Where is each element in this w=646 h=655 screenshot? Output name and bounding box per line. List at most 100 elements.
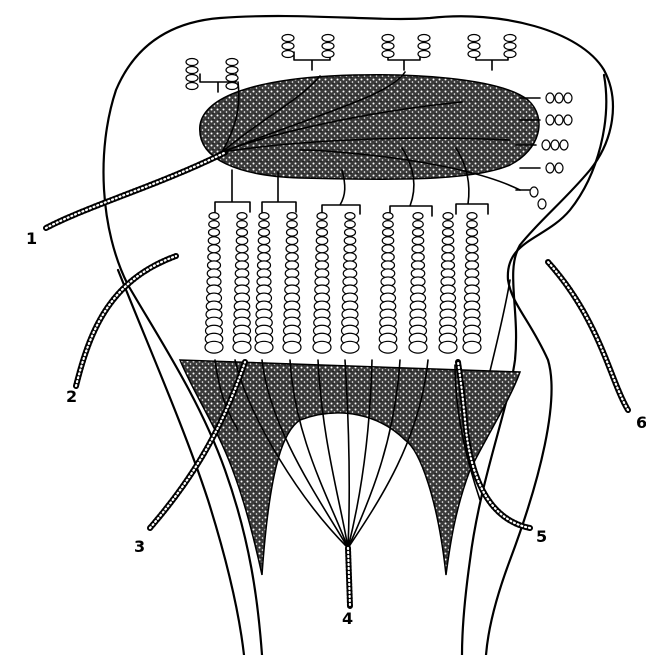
coil-ring [466,245,478,253]
coil-ring [383,221,394,228]
coil-column [379,213,397,354]
coil-ring [259,221,270,228]
coil-ring [443,229,454,236]
coil-ring [317,213,327,220]
coil-ring [409,341,427,353]
coil-ring [236,253,249,261]
coil-ring [442,253,455,261]
coil-ring [345,221,356,228]
label-3: 3 [134,537,145,556]
coil-ring [443,213,453,220]
coil-ring [283,341,301,353]
coil-ring [383,213,393,220]
coil-ring [287,213,297,220]
coil-ring [345,213,355,220]
coil-ring [467,221,478,228]
coil-ring [208,261,221,270]
label-4: 4 [342,609,353,628]
coil-ring [258,245,270,253]
coil-ring [344,261,357,270]
label-1: 1 [26,229,37,248]
coil-ring [383,229,394,236]
coil-column [439,213,457,354]
nerve-6 [548,262,628,410]
coil-ring [237,221,248,228]
coil-ring [236,261,249,270]
coil-ring [258,253,271,261]
coil-ring [209,213,219,220]
coil-ring [286,237,298,245]
coil-ring [258,261,271,270]
coil-column [283,213,301,354]
coil-ring [209,229,220,236]
coil-ring [236,245,248,253]
coil-ring [287,229,298,236]
coil-ring [208,237,220,245]
coil-ring [237,229,248,236]
coil-ring [443,221,454,228]
label-2: 2 [66,387,77,406]
coil-ring [442,261,455,270]
coil-ring [208,245,220,253]
coil-ring [208,253,221,261]
coil-ring [316,261,329,270]
coil-ring [258,237,270,245]
coil-ring [286,245,298,253]
coil-column [409,213,427,354]
coil-ring [467,229,478,236]
coil-ring [344,245,356,253]
coil-ring [255,341,273,353]
coil-ring [341,341,359,353]
coil-column [313,213,331,354]
coil-ring [316,253,329,261]
nerve-4 [348,548,350,606]
coil-ring [379,341,397,353]
coil-ring [237,213,247,220]
coil-ring [413,213,423,220]
coil-ring [205,341,223,353]
coil-ring [317,229,328,236]
coil-column [205,213,223,354]
coil-ring [466,253,479,261]
coil-ring [317,221,328,228]
coil-ring [209,221,220,228]
coil-ring [466,237,478,245]
left-stalk-outer [118,270,244,655]
coil-ring [287,221,298,228]
coil-ring [286,253,299,261]
coil-ring [467,213,477,220]
coil-ring [286,261,299,270]
coil-ring [412,237,424,245]
coil-ring [412,253,425,261]
coil-ring [316,245,328,253]
coil-ring [413,221,424,228]
receptor-columns [205,213,481,354]
coil-ring [344,253,357,261]
label-5: 5 [536,527,547,546]
coil-ring [463,341,481,353]
coil-ring [344,237,356,245]
coil-ring [313,341,331,353]
coil-ring [413,229,424,236]
coil-column [463,213,481,354]
coil-ring [412,261,425,270]
coil-ring [345,229,356,236]
nerve-2 [76,256,176,386]
coil-ring [442,237,454,245]
coil-ring [382,237,394,245]
coil-ring [259,229,270,236]
coil-ring [382,245,394,253]
coil-column [341,213,359,354]
coil-ring [466,261,479,270]
coil-ring [236,237,248,245]
coil-ring [412,245,424,253]
coil-ring [382,253,395,261]
label-6: 6 [636,413,646,432]
coil-ring [316,237,328,245]
nerve-1 [46,152,226,228]
upper-stippled-body [200,75,539,179]
coil-ring [233,341,251,353]
coil-ring [382,261,395,270]
coil-ring [442,245,454,253]
